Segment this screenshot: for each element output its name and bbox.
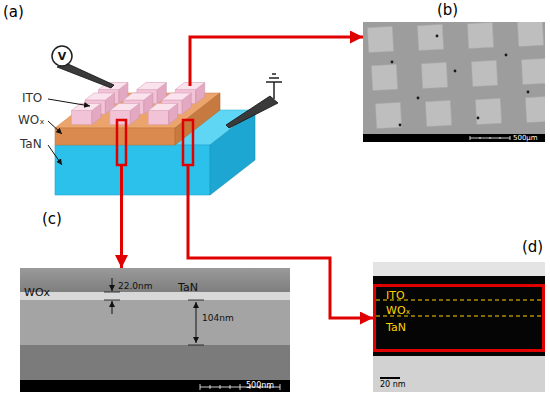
pad-top-face [162,93,191,100]
pad-image [525,96,545,122]
pad-image [517,22,543,47]
panel-label: (a) [3,5,24,20]
pad-front-face [72,111,92,125]
pad-image [367,26,393,52]
arrow-stub [189,45,192,86]
layer-label: TaN [386,322,406,333]
substrate-band [20,345,290,380]
scale-strip [363,134,545,142]
panel-label: (c) [42,212,62,227]
probe-needle [57,63,114,88]
sem-top-panel: (b)500μm [363,22,545,142]
pad-image [371,64,397,90]
sem-cross-section [20,268,290,392]
defect-dot [391,61,394,64]
defect-dot [527,91,530,94]
defect-dot [477,117,480,120]
electrode-band [20,300,290,345]
probe-needle [226,96,278,128]
voltmeter-symbol [52,46,72,66]
layer-label: TaN [178,282,198,293]
ground-symbol [266,74,282,99]
pad-top-face [72,104,101,111]
layer-label: WOx [24,287,50,298]
defect-dot [399,124,402,127]
top-electrode-pad [72,104,101,125]
dimension-label: 22.0nm [118,282,153,291]
arrow-stub [187,165,190,197]
scale-bar [380,377,400,379]
red-arrow [188,197,373,318]
top-electrode-array [72,83,205,125]
defect-dot [454,70,457,73]
pad-image [475,98,501,124]
pad-top-face [85,93,114,100]
tem-stack [373,276,545,356]
pad-top-face [148,104,177,111]
leader-line [48,121,62,134]
sem-background [20,268,290,292]
tem-cross-section [373,262,545,392]
section-marker [183,120,193,165]
pad-image [417,24,443,50]
red-arrow [120,197,123,268]
panel-label: (b) [437,3,458,18]
scale-label: 500μm [513,135,538,142]
oxide-band [20,292,290,300]
layer-label: ITO [22,92,42,104]
layer-label: WOₓ [18,114,45,126]
pad-top-face [137,83,166,90]
tem-panel: (d)20 nmITOWOₓTaN [373,262,545,392]
thickness-marks [104,292,204,345]
defect-dot [417,97,420,100]
defect-dot [436,35,439,38]
red-arrow [190,37,363,45]
layer-label: WOₓ [386,305,410,316]
pad-image [467,22,493,48]
arrow-stub [120,165,123,197]
pad-image [425,100,451,126]
pad-image [421,62,447,88]
scale-strip [20,380,290,392]
dimension-label: 104nm [202,314,234,323]
scale-ticks [470,136,510,140]
leader-line [48,145,62,165]
dimension-arrow [196,302,197,343]
oxide-layer-front-face [55,128,175,145]
schematic-panel: (a)ITOWOₓTaNV [50,45,260,197]
pad-image [521,58,545,84]
defect-dot [505,54,508,57]
leader-line [48,99,90,106]
pad-image [375,102,401,128]
layer-label: ITO [386,290,405,301]
tem-substrate [373,356,545,392]
panel-label: (d) [522,240,543,255]
top-electrode-pad [148,104,177,125]
pad-image [471,60,497,86]
meter-symbol-label: V [58,51,67,62]
layer-label: TaN [20,138,42,150]
layer-leader-lines [48,99,90,165]
pad-pattern [367,22,545,129]
sem-background [363,22,545,134]
pad-front-face [148,111,168,125]
device-schematic [55,83,255,196]
probe-station [52,46,282,128]
scale-label: 500nm [246,382,274,390]
tem-background [373,262,545,276]
top-electrode-pad [110,104,139,125]
dimension-arrow [112,278,113,291]
pad-top-face [110,104,139,111]
zoom-region-box: ITO WOₓTaN [373,284,545,352]
scale-label: 20 nm [380,381,406,389]
sem-section-panel: (c)WOx22.0nmTaN104nm500nm [20,268,290,392]
pad-top-face [123,93,152,100]
dimension-arrow [112,301,113,314]
sem-top-view [363,20,550,142]
section-markers [117,45,193,197]
section-marker [117,120,126,165]
